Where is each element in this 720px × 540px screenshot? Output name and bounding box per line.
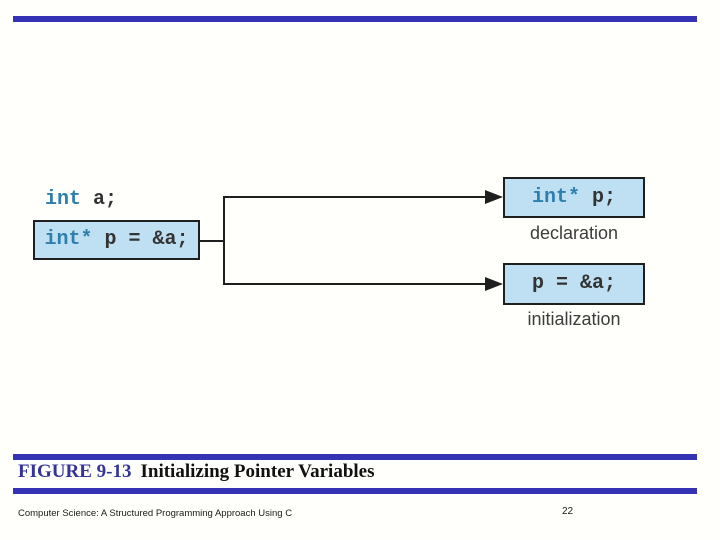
figure-title: Initializing Pointer Variables [140,461,375,482]
top-accent-bar [13,16,697,22]
arrowhead-declaration [485,190,503,204]
code-text: int* p; [531,185,617,209]
code-box-initialization: p = &a; [503,263,645,305]
code-box-combined-decl-init: int* p = &a; [33,220,200,260]
code-rest: a; [81,188,118,211]
caption-divider-bottom [13,488,697,494]
code-keyword: int [45,188,82,211]
caption-divider-top [13,454,697,460]
figure-caption: FIGURE 9-13 Initializing Pointer Variable… [18,461,375,483]
initialization-label: initialization [527,309,621,329]
code-keyword: int* [531,185,580,209]
figure-label: FIGURE 9-13 [18,461,132,482]
declaration-label: declaration [529,223,619,243]
code-box-declaration: int* p; [503,177,645,218]
arrowhead-initialization [485,277,503,291]
code-line-int-a: int a; [45,189,117,211]
code-text: p = &a; [532,273,616,295]
code-rest: p; [580,185,617,209]
page-number: 22 [562,506,574,517]
code-keyword: int* [44,228,93,251]
code-rest: p = &a; [531,272,616,295]
code-rest: p = &a; [92,228,189,251]
footer-book-title: Computer Science: A Structured Programmi… [18,508,293,519]
code-text: int* p = &a; [44,229,188,251]
